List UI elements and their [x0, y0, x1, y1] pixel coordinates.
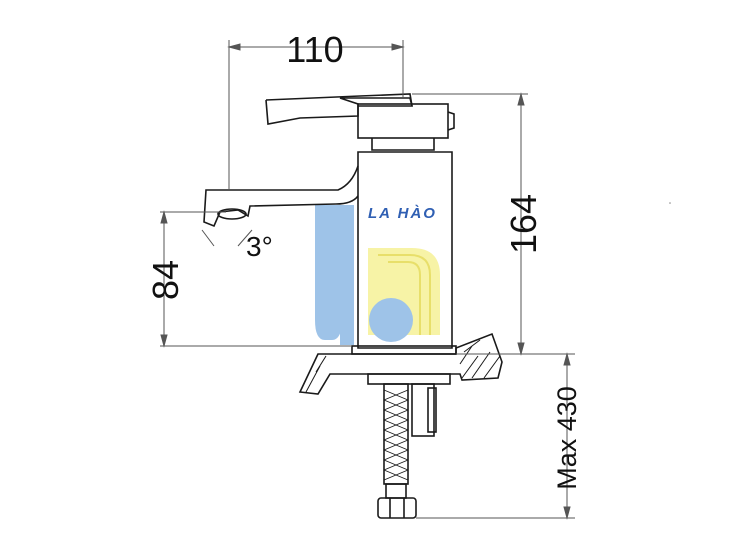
- mounting-plate: [367, 373, 451, 385]
- dimension-lines: [160, 40, 575, 520]
- speck: [669, 202, 671, 204]
- watermark-logo: LA HÀO: [315, 205, 440, 345]
- braided-hose: [383, 383, 409, 485]
- sink-deck: [298, 332, 503, 395]
- watermark-text: LA HÀO: [368, 205, 437, 222]
- watermark-blue-circle: [369, 298, 413, 342]
- faucet-body: [357, 151, 453, 349]
- hose-end-nut: [377, 497, 417, 519]
- hose-connector: [385, 483, 407, 499]
- dim-text-angle: 3°: [246, 231, 273, 262]
- hose-braid-pattern: [383, 389, 409, 481]
- angle-lines: [201, 229, 253, 247]
- handle-cap: [357, 103, 449, 139]
- dim-text-110: 110: [286, 29, 343, 70]
- handle-lever: [265, 97, 414, 125]
- watermark-blue-bar: [340, 205, 354, 345]
- watermark-blue-shape: [315, 205, 343, 340]
- dim-text-164: 164: [503, 194, 544, 254]
- aerator: [217, 208, 247, 220]
- dim-text-84: 84: [145, 260, 186, 300]
- mounting-nut: [411, 383, 435, 437]
- sink-deck-hatching: [305, 339, 501, 393]
- handle-collar: [371, 138, 435, 151]
- dim-text-max-430: Max 430: [552, 386, 582, 490]
